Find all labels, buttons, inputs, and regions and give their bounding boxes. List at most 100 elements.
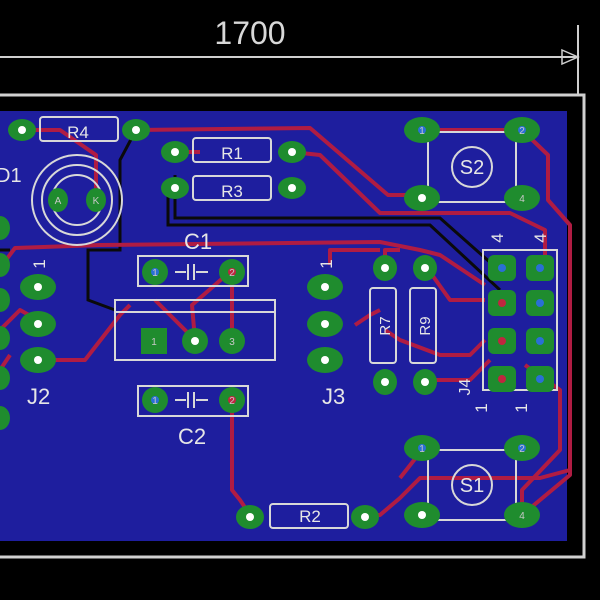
s1-outline	[427, 449, 517, 521]
r9-body	[409, 287, 437, 364]
via-hole	[498, 375, 506, 383]
pad	[0, 253, 10, 277]
s2-outline	[427, 131, 517, 203]
r3-label: R3	[221, 182, 243, 201]
drill-hole	[321, 283, 329, 291]
via-hole	[536, 299, 544, 307]
j4-outline	[482, 249, 558, 391]
r4-label: R4	[67, 123, 89, 142]
drill-hole	[171, 184, 179, 192]
drill-hole	[18, 126, 26, 134]
c1-outline	[137, 255, 249, 287]
via-hole	[498, 299, 506, 307]
drill-hole	[246, 513, 254, 521]
regulator-pad3-number: 3	[229, 337, 235, 348]
dimension-annotation: 1700	[0, 15, 580, 95]
regulator-outline	[114, 299, 276, 361]
r3-body	[192, 175, 272, 201]
s1-actuator	[451, 464, 493, 506]
trace	[40, 303, 132, 362]
d1-outline	[31, 154, 123, 246]
drill-hole	[381, 264, 389, 272]
pad	[219, 328, 245, 354]
j3-pin1-label: 1	[317, 259, 336, 268]
pad	[141, 328, 167, 354]
s1-pad4-number: 4	[519, 511, 525, 522]
drill-hole	[34, 320, 42, 328]
s2-pad2-number: 2	[519, 126, 525, 137]
j4-pin1-right-label: 1	[512, 403, 531, 412]
via-hole	[228, 396, 236, 404]
s1-label: S1	[460, 475, 484, 497]
j4-label: J4	[457, 378, 474, 395]
via-hole	[498, 337, 506, 345]
via-hole	[518, 126, 526, 134]
via-hole	[228, 268, 236, 276]
regulator-pad1-number: 1	[151, 337, 157, 348]
via-hole	[536, 337, 544, 345]
j3-label: J3	[322, 384, 345, 409]
pad	[0, 216, 10, 240]
silkscreen-labels: R4 R1 R3 D1 C1 C2 J2 J3 S2 S1 R2 R7 R9 J…	[0, 123, 550, 526]
isolation-trace	[166, 180, 502, 292]
pad	[0, 406, 10, 430]
r2-body	[269, 503, 349, 529]
via-hole	[418, 126, 426, 134]
d1-cathode-number: K	[93, 196, 100, 207]
d1-ring	[41, 164, 113, 236]
c2-pad2-number: 2	[229, 396, 235, 407]
j4-pin4-left-label: 4	[488, 233, 507, 242]
d1-label: D1	[0, 165, 22, 187]
r1-body	[192, 137, 272, 163]
j2-label: J2	[27, 384, 50, 409]
trace	[291, 150, 547, 265]
s2-pad1-number: 1	[419, 126, 425, 137]
r7-label: R7	[377, 316, 394, 335]
drill-hole	[191, 337, 199, 345]
s2-label: S2	[460, 157, 484, 179]
pad	[0, 366, 10, 390]
drill-hole	[321, 356, 329, 364]
j2-pin1-label: 1	[30, 259, 49, 268]
drill-hole	[288, 184, 296, 192]
s2-actuator	[451, 146, 493, 188]
silkscreen-outlines	[31, 116, 558, 529]
pad	[0, 326, 10, 350]
r2-label: R2	[299, 507, 321, 526]
c1-label: C1	[184, 229, 212, 254]
s2-pad4-number: 4	[519, 194, 525, 205]
c2-label: C2	[178, 424, 206, 449]
c1-pad2-number: 2	[229, 268, 235, 279]
pads: A K 1 2 4 1 2 4 1 2 1	[0, 117, 554, 529]
r4-body	[39, 116, 119, 142]
pad	[504, 185, 540, 211]
c2-outline	[137, 385, 249, 417]
via-hole	[536, 375, 544, 383]
via-hole	[536, 264, 544, 272]
drill-hole	[132, 126, 140, 134]
trace	[0, 240, 487, 287]
drill-hole	[321, 320, 329, 328]
drill-hole	[421, 264, 429, 272]
via-hole	[418, 444, 426, 452]
trace	[328, 248, 380, 265]
drill-hole	[418, 194, 426, 202]
r9-label: R9	[417, 316, 434, 335]
c1-pad1-number: 1	[152, 268, 158, 279]
pad	[504, 502, 540, 528]
r7-body	[369, 287, 397, 364]
isolation-trace	[86, 129, 138, 312]
r1-label: R1	[221, 144, 243, 163]
drill-hole	[418, 511, 426, 519]
dimension-value: 1700	[214, 15, 285, 51]
pad	[48, 188, 68, 212]
drill-hole	[288, 148, 296, 156]
via-hole	[518, 444, 526, 452]
d1-anode-number: A	[55, 196, 62, 207]
s1-pad1-number: 1	[419, 444, 425, 455]
pad	[0, 288, 10, 312]
dimension-arrow-icon	[561, 48, 580, 66]
drill-hole	[421, 378, 429, 386]
via-hole	[151, 396, 159, 404]
